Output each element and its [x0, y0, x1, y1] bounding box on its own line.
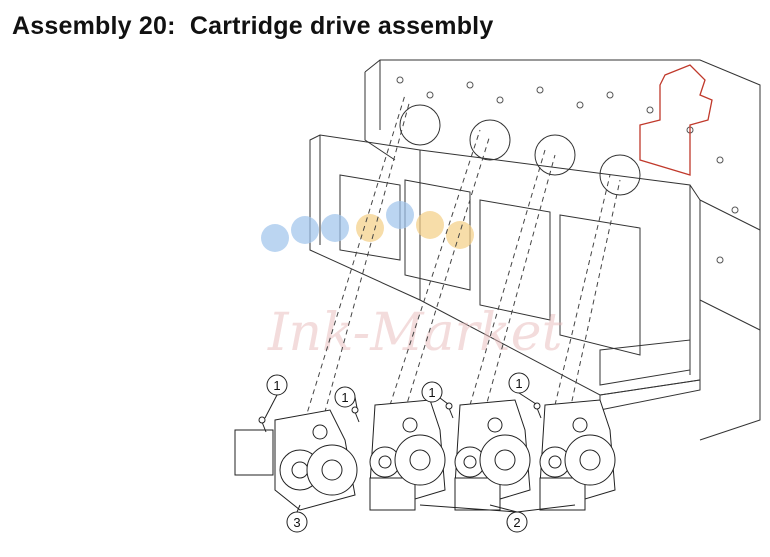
- callout-label: 1: [273, 378, 280, 393]
- callout-bubble: [508, 372, 530, 394]
- callout-bubble: [266, 374, 288, 396]
- callout-label: 1: [428, 385, 435, 400]
- drive-assembly-2: [369, 399, 446, 511]
- page-title: Assembly 20: Cartridge drive assembly: [12, 12, 494, 40]
- callout-bubble: [286, 511, 308, 533]
- watermark-logo: Ink-Market: [261, 201, 563, 363]
- screws: [258, 402, 542, 433]
- callouts: [264, 372, 576, 533]
- callout-bubble: [506, 511, 528, 533]
- printer-frame: [309, 59, 761, 441]
- callout-bubble: [421, 381, 443, 403]
- callout-label: 1: [341, 390, 348, 405]
- callout-bubble: [334, 386, 356, 408]
- drive-assembly-3: [454, 399, 531, 511]
- red-bracket: [639, 64, 713, 176]
- callout-label: 1: [515, 376, 522, 391]
- drive-assembly-1: [234, 409, 358, 511]
- callout-label: 3: [293, 515, 300, 530]
- drive-assembly-4: [539, 399, 616, 511]
- alignment-lines: [304, 94, 621, 431]
- watermark-text: Ink-Market: [267, 303, 563, 363]
- callout-label: 2: [513, 515, 520, 530]
